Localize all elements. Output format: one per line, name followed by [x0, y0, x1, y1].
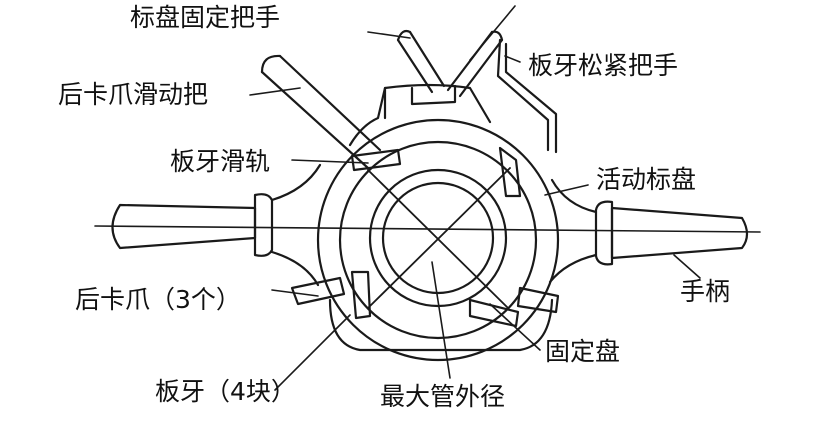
label-fixed-plate: 固定盘 — [545, 337, 620, 366]
threader-body — [316, 118, 560, 362]
label-rear-jaw-slide-handle: 后卡爪滑动把 — [58, 80, 208, 109]
leader-lines — [249, 5, 701, 391]
label-die-loosen-tighten-handle: 板牙松紧把手 — [528, 51, 678, 80]
labels: 标盘固定把手 后卡爪滑动把 板牙松紧把手 板牙滑轨 活动标盘 手柄 后卡爪（3个… — [58, 3, 730, 411]
die-rails — [290, 146, 560, 328]
label-dial-fix-handle: 标盘固定把手 — [130, 3, 280, 32]
label-rear-jaws: 后卡爪（3个） — [75, 285, 241, 314]
label-handle-bar: 手柄 — [680, 277, 730, 306]
label-dies: 板牙（4块） — [155, 377, 296, 406]
label-max-pipe-od: 最大管外径 — [380, 382, 505, 411]
label-movable-dial: 活动标盘 — [596, 165, 696, 194]
label-die-slide-rail: 板牙滑轨 — [170, 147, 270, 176]
